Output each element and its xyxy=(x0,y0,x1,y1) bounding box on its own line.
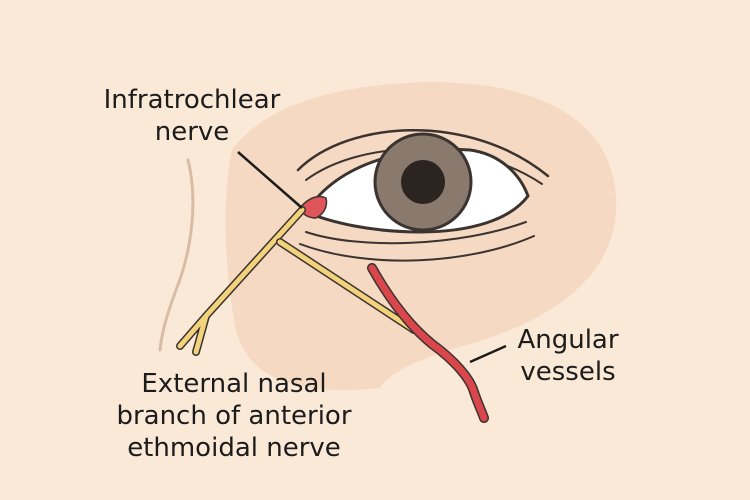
infratrochlear-label-line1: Infratrochlear xyxy=(103,85,281,115)
external-nasal-label: External nasal branch of anterior ethmoi… xyxy=(84,368,384,464)
infratrochlear-label-line2: nerve xyxy=(154,117,230,147)
angular-vessel-fill xyxy=(368,264,488,422)
nose-outline xyxy=(158,158,195,352)
lower-eyelid-line xyxy=(305,221,527,245)
external-nasal-label-line3: ethmoidal nerve xyxy=(127,433,341,463)
angular-label-line2: vessels xyxy=(520,357,616,387)
angular-leader-line xyxy=(469,344,507,364)
infratrochlear-leader-line xyxy=(237,151,303,209)
angular-vessels-label: Angular vessels xyxy=(500,324,636,388)
angular-label-line1: Angular xyxy=(517,325,619,355)
pupil xyxy=(401,160,445,204)
external-nasal-label-line2: branch of anterior xyxy=(116,401,352,431)
upper-eyelid-crease xyxy=(296,129,550,178)
lower-eyelid-crease xyxy=(299,235,535,262)
external-nasal-label-line1: External nasal xyxy=(141,369,327,399)
medial-canthus xyxy=(299,195,328,219)
infratrochlear-label: Infratrochlear nerve xyxy=(92,84,292,148)
skin-region xyxy=(225,82,617,390)
external-nasal-nerve-fill xyxy=(177,207,305,355)
infratrochlear-nerve-fill xyxy=(277,239,417,333)
